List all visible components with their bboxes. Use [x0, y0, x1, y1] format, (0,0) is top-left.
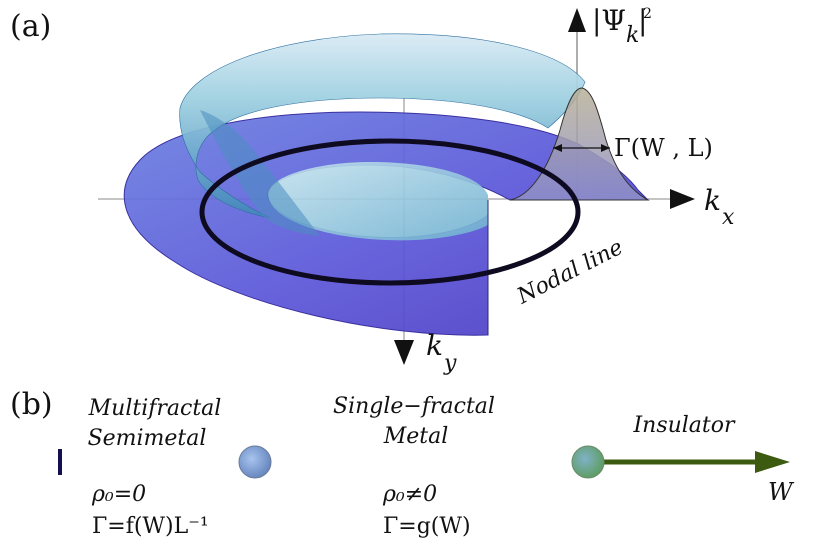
semimetal-rho: ρ₀=0: [91, 482, 146, 507]
metal-rho: ρ₀≠0: [382, 482, 437, 507]
kx-symbol: k: [704, 184, 721, 217]
psi-symbol: |Ψ: [592, 4, 626, 37]
panel-a-label: (a): [10, 9, 51, 44]
ky-axis-label: k y: [426, 329, 457, 376]
psi-superscript: 2: [643, 6, 652, 22]
nodal-line: [199, 138, 581, 286]
wall-fold: [200, 110, 320, 236]
panel-b-label: (b): [10, 387, 53, 422]
phase-diagram: [58, 445, 790, 479]
gamma-left-arrow-icon: [553, 144, 562, 152]
w-axis-label: W: [768, 478, 795, 506]
phase-semimetal-line2: Semimetal: [88, 426, 207, 451]
nodal-line-label: Nodal line: [512, 235, 627, 310]
ring-inner-hole: [268, 162, 488, 241]
psi-axis-label: |Ψ k 2 |: [592, 4, 652, 48]
kx-subscript: x: [722, 205, 735, 230]
phase-insulator-label: Insulator: [632, 413, 736, 438]
ky-subscript: y: [443, 351, 457, 376]
phase-metal-line2: Metal: [383, 424, 449, 449]
panel-a-illustration: [98, 8, 695, 365]
metal-gamma: Γ=g(W): [383, 514, 471, 539]
transition-node-metal-insulator: [571, 445, 605, 479]
semimetal-gamma: Γ=f(W)L⁻¹: [92, 514, 209, 539]
phase-metal-line1: Single−fractal: [333, 394, 495, 419]
psi-subscript: k: [626, 23, 639, 48]
w-axis-arrow-icon: [755, 451, 790, 473]
kx-axis-label: k x: [704, 184, 735, 230]
psi-arrow-icon: [568, 8, 586, 32]
kx-arrow-icon: [670, 189, 695, 209]
gamma-right-arrow-icon: [601, 144, 610, 152]
wavefunction-wall: [179, 33, 586, 219]
ky-arrow-icon: [394, 340, 414, 365]
transition-node-semimetal-metal: [238, 445, 272, 479]
ky-symbol: k: [426, 329, 443, 362]
psi-bar: |: [638, 4, 647, 37]
phase-semimetal-line1: Multifractal: [88, 396, 222, 421]
gamma-label: Γ(W , L): [614, 134, 713, 162]
